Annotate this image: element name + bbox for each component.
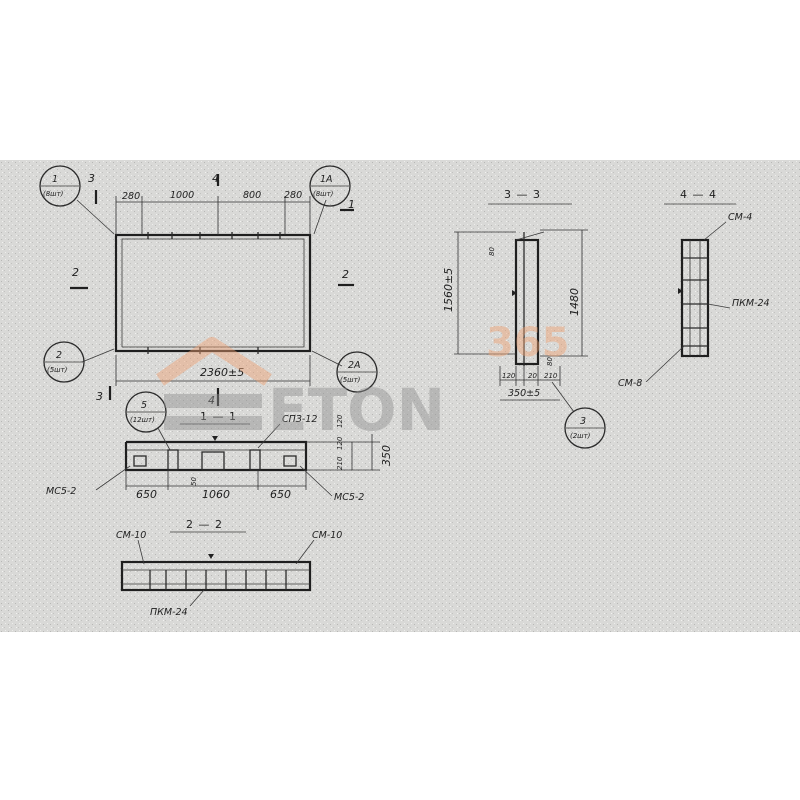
drawing-sheet: 280 1000 800 280 3 4 2360±5 3 4 2 2 1 1 … [0, 160, 800, 632]
dim-s1-120a: 120 [336, 414, 344, 428]
dim-s3-1560: 1560±5 [442, 268, 455, 312]
cut-mark-2-left: 2 [72, 266, 79, 279]
watermark-main-text: ETON [268, 376, 445, 444]
plan-slab-outline [114, 233, 312, 353]
section-4-profile [680, 238, 710, 358]
section-2-2: 2 — 2 СМ-10 СМ-10 ПКМ-24 [116, 518, 342, 618]
dim-s3-120: 120 [502, 372, 516, 380]
section-3-profile [514, 238, 540, 366]
callout-1-number: 1 [52, 174, 58, 185]
callout-2-qty: (5шт) [47, 366, 68, 374]
callout-circle-1a [309, 165, 351, 207]
dim-s3-350: 350±5 [508, 388, 540, 399]
dim-plan-1000: 1000 [170, 190, 194, 201]
plan-slab-inner [121, 238, 305, 348]
callout-3-number: 3 [580, 416, 586, 427]
callout-1a-qty: (8шт) [313, 190, 334, 198]
dim-s3-210: 210 [544, 372, 558, 380]
callout-circle-3 [564, 407, 606, 449]
dim-s1-210: 210 [336, 456, 344, 470]
dim-s3-20: 20 [528, 372, 537, 380]
callout-5-qty: (12шт) [130, 416, 155, 424]
label-s1-ms52-left: МС5-2 [46, 486, 76, 497]
label-s4-pkm24: ПКМ-24 [732, 298, 770, 309]
technical-drawing: 280 1000 800 280 3 4 2360±5 3 4 2 2 1 1 … [0, 160, 800, 632]
callout-2-number: 2 [56, 350, 62, 361]
callout-circle-5 [125, 391, 167, 433]
section-2-profile [120, 560, 312, 592]
callout-circle-2a [336, 351, 378, 393]
label-s2-pkm24: ПКМ-24 [150, 607, 188, 618]
dim-s1-120b: 120 [336, 436, 344, 450]
cut-mark-4-top: 4 [212, 172, 219, 185]
dim-s1-1060: 1060 [202, 488, 230, 501]
section-4-title: 4 — 4 [680, 188, 717, 201]
dim-s1-50: 50 [190, 477, 198, 486]
section-4-4: 4 — 4 СМ-4 ПКМ-24 СМ-8 [618, 188, 770, 389]
label-s2-sm10-right: СМ-10 [312, 530, 342, 541]
cut-mark-3-top: 3 [88, 172, 95, 185]
cut-mark-2-right: 2 [342, 268, 349, 281]
dim-plan-280-right: 280 [284, 190, 302, 201]
callout-circle-1 [39, 165, 81, 207]
dim-s1-650-right: 650 [270, 488, 291, 501]
dim-s1-650-left: 650 [136, 488, 157, 501]
label-s4-sm8: СМ-8 [618, 378, 642, 389]
section-1-title: 1 — 1 [200, 410, 237, 423]
dim-s1-350: 350 [380, 445, 393, 466]
dim-plan-800: 800 [243, 190, 261, 201]
callout-1-qty: (8шт) [43, 190, 64, 198]
dim-s3-80-top: 80 [488, 247, 496, 256]
label-s2-sm10-left: СМ-10 [116, 530, 146, 541]
dim-s3-1480: 1480 [568, 288, 581, 316]
plan-view: 280 1000 800 280 3 4 2360±5 3 4 2 2 1 1 … [39, 165, 378, 407]
dim-plan-280-left: 280 [122, 191, 140, 202]
watermark-accent-text: 365 [486, 320, 570, 366]
label-s4-sm4: СМ-4 [728, 212, 752, 223]
callout-5-number: 5 [141, 400, 147, 411]
callout-3-qty: (2шт) [570, 432, 591, 440]
section-3-3: 3 — 3 1560±5 80 1480 80 120 20 210 350±5 [442, 188, 606, 449]
label-s1-ms52-right: МС5-2 [334, 492, 364, 503]
cut-mark-3-bottom: 3 [96, 390, 103, 403]
dim-s3-80-bottom: 80 [546, 357, 554, 366]
watermark-logo: ETON 365 [156, 320, 570, 444]
dim-plan-2360: 2360±5 [200, 366, 244, 379]
section-2-title: 2 — 2 [186, 518, 223, 531]
cut-mark-4-bottom: 4 [208, 394, 215, 407]
watermark-roof-shape [156, 337, 272, 386]
cut-mark-1-right: 1 [348, 198, 355, 211]
label-s1-spz12: СПЗ-12 [282, 414, 317, 425]
section-1-1: 1 — 1 120 120 210 350 650 1060 650 50 5 [46, 391, 393, 503]
callout-2a-number: 2А [348, 360, 361, 371]
section-3-title: 3 — 3 [504, 188, 541, 201]
callout-2a-qty: (5шт) [340, 376, 361, 384]
callout-1a-number: 1А [320, 174, 333, 185]
callout-circle-2 [43, 341, 85, 383]
